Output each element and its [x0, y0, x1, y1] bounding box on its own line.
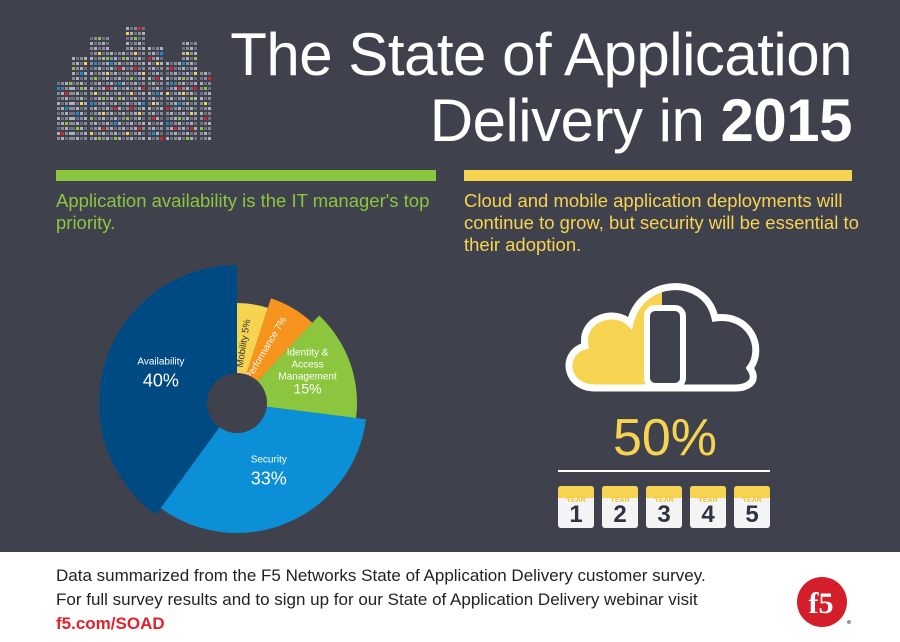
- priority-pie-chart: Mobility 5%Performance 7%Identity &Acces…: [99, 265, 366, 533]
- title-year: 2015: [720, 87, 853, 154]
- calendar-binding: [602, 486, 638, 498]
- title-line1: The State of Application: [230, 21, 852, 88]
- pie-slice: [160, 403, 366, 533]
- footer-line2: For full survey results and to sign up f…: [56, 590, 698, 609]
- city-skyline-icon: [57, 27, 211, 140]
- growth-stat: 50%: [612, 409, 718, 467]
- slice-label: Identity &: [287, 348, 329, 359]
- slice-label: Management: [278, 372, 337, 383]
- pie-slice: [237, 315, 357, 419]
- green-divider: [56, 170, 436, 181]
- slice-label: Access: [291, 360, 323, 371]
- survey-link[interactable]: f5.com/SOAD: [56, 614, 165, 633]
- year-label: YEAR: [742, 497, 762, 504]
- slice-value: 33%: [251, 468, 287, 488]
- slice-label: Availability: [137, 356, 184, 367]
- year-number: 5: [745, 501, 759, 528]
- f5-logo: f5: [797, 577, 851, 627]
- year-number: 1: [569, 501, 583, 528]
- year-number: 2: [613, 501, 627, 528]
- title-text: Delivery in: [429, 87, 721, 154]
- year-label: YEAR: [654, 497, 674, 504]
- calendar-binding: [690, 486, 726, 498]
- calendar-binding: [558, 486, 594, 498]
- calendar-binding: [646, 486, 682, 498]
- year-label: YEAR: [698, 497, 718, 504]
- svg-text:f5: f5: [809, 587, 834, 620]
- slice-value: 40%: [143, 370, 179, 390]
- title-line2: Delivery in 2015: [230, 87, 853, 154]
- slice-value: 15%: [294, 381, 322, 397]
- phone-icon: [644, 305, 686, 389]
- pie-slice: [237, 298, 313, 403]
- page-title: The State of Application Delivery in 201…: [230, 22, 852, 154]
- cloud-heading: Cloud and mobile application deployments…: [464, 190, 859, 255]
- pie-slice: [99, 265, 237, 515]
- cloud-mobile-icon: [555, 258, 770, 398]
- slice-label: Security: [251, 454, 287, 465]
- year-label: YEAR: [610, 497, 630, 504]
- year-label: YEAR: [566, 497, 586, 504]
- footer-line1: Data summarized from the F5 Networks Sta…: [56, 566, 706, 585]
- year-number: 4: [701, 501, 715, 528]
- timeline-line: [558, 470, 770, 472]
- year-number: 3: [657, 501, 671, 528]
- calendar-binding: [734, 486, 770, 498]
- availability-heading: Application availability is the IT manag…: [56, 190, 430, 233]
- pie-hole: [207, 373, 267, 433]
- footer: Data summarized from the F5 Networks Sta…: [0, 552, 900, 642]
- yellow-divider: [464, 170, 852, 181]
